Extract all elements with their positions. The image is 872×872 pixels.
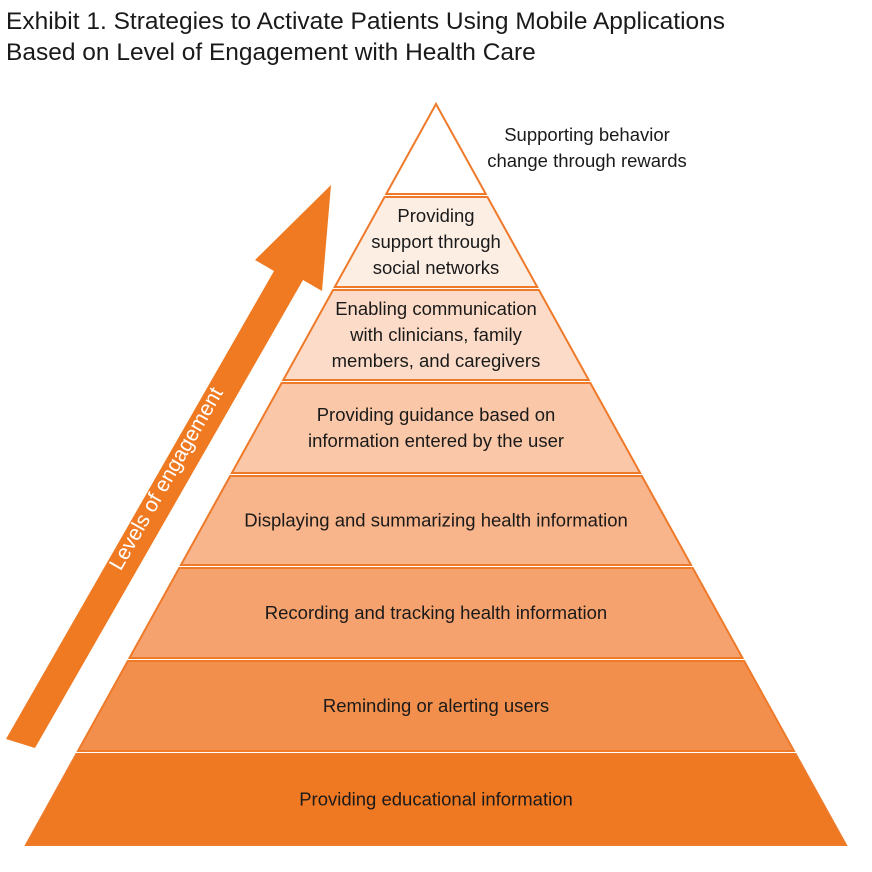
tier-7-label-line-3: social networks <box>373 257 499 278</box>
pyramid: Providing educational information Remindi… <box>24 101 848 846</box>
pyramid-tier-5 <box>230 382 642 474</box>
arrow-shape <box>6 185 331 748</box>
pyramid-tier-4 <box>179 475 693 566</box>
title-line-2: Based on Level of Engagement with Health… <box>6 39 536 66</box>
pyramid-tier-7 <box>333 196 539 288</box>
tier-6-label-line-2: with clinicians, family <box>349 324 522 345</box>
pyramid-tier-8 <box>384 101 488 195</box>
pyramid-tier-2 <box>76 660 796 752</box>
pyramid-tier-6 <box>281 289 591 381</box>
title-line-1: Exhibit 1. Strategies to Activate Patien… <box>6 8 726 35</box>
tier-6-label-line-1: Enabling communication <box>335 298 537 319</box>
pyramid-tier-1 <box>24 753 848 846</box>
tier-8-label-line-2: change through rewards <box>487 150 687 171</box>
tier-7-label-line-2: support through <box>371 231 501 252</box>
tier-8-label-line-1: Supporting behavior <box>504 124 670 145</box>
tier-5-label-line-1: Providing guidance based on <box>317 404 556 425</box>
tier-5-label-line-2: information entered by the user <box>308 430 564 451</box>
exhibit-title: Exhibit 1. Strategies to Activate Patien… <box>6 6 866 68</box>
tier-2-label-line-1: Reminding or alerting users <box>323 695 549 716</box>
tier-4-label-line-1: Displaying and summarizing health inform… <box>244 510 628 531</box>
tier-3-label-line-1: Recording and tracking health informatio… <box>265 602 607 623</box>
tier-6-label-line-3: members, and caregivers <box>332 350 541 371</box>
tier-7-label-line-1: Providing <box>397 205 474 226</box>
pyramid-tier-3 <box>127 567 745 659</box>
tier-1-label-line-1: Providing educational information <box>299 789 573 810</box>
